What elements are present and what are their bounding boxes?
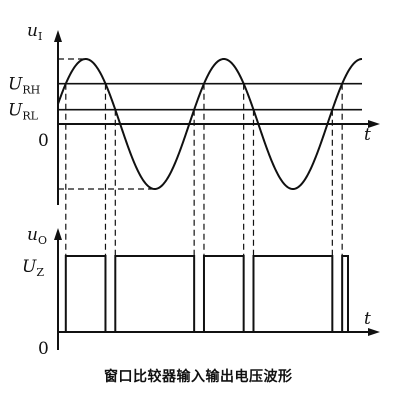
input-x-label: t [364, 125, 371, 145]
output-square-wave [64, 255, 349, 333]
output-high-level-label: UZ [22, 257, 44, 279]
input-sine-wave [57, 57, 363, 191]
ref-low-subscript: RL [22, 110, 38, 123]
output-x-label: t [364, 309, 371, 329]
ref-high-symbol: U [8, 75, 23, 95]
ref-low-symbol: U [8, 101, 23, 121]
output-y-arrow [54, 228, 62, 240]
projection-lines [65, 83, 343, 256]
input-y-arrow [54, 30, 62, 42]
ref-low-label: URL [8, 101, 39, 123]
output-y-label: uO [27, 225, 47, 247]
output-x-arrow [368, 328, 380, 336]
output-origin-label: 0 [38, 339, 49, 359]
ref-high-label: URH [8, 75, 40, 97]
input-plot: uI t 0 URH URL [8, 21, 380, 205]
ref-high-subscript: RH [22, 84, 40, 97]
input-y-symbol: u [27, 21, 38, 41]
figure-caption: 窗口比较器输入输出电压波形 [104, 369, 293, 385]
input-y-subscript: I [38, 30, 42, 43]
output-high-symbol: U [22, 257, 37, 277]
output-y-subscript: O [38, 234, 47, 247]
output-high-subscript: Z [36, 266, 44, 279]
input-x-arrow [368, 120, 380, 128]
output-y-symbol: u [27, 225, 38, 245]
input-y-label: uI [27, 21, 42, 43]
output-plot: uO t 0 UZ [22, 225, 380, 359]
input-origin-label: 0 [38, 131, 49, 151]
